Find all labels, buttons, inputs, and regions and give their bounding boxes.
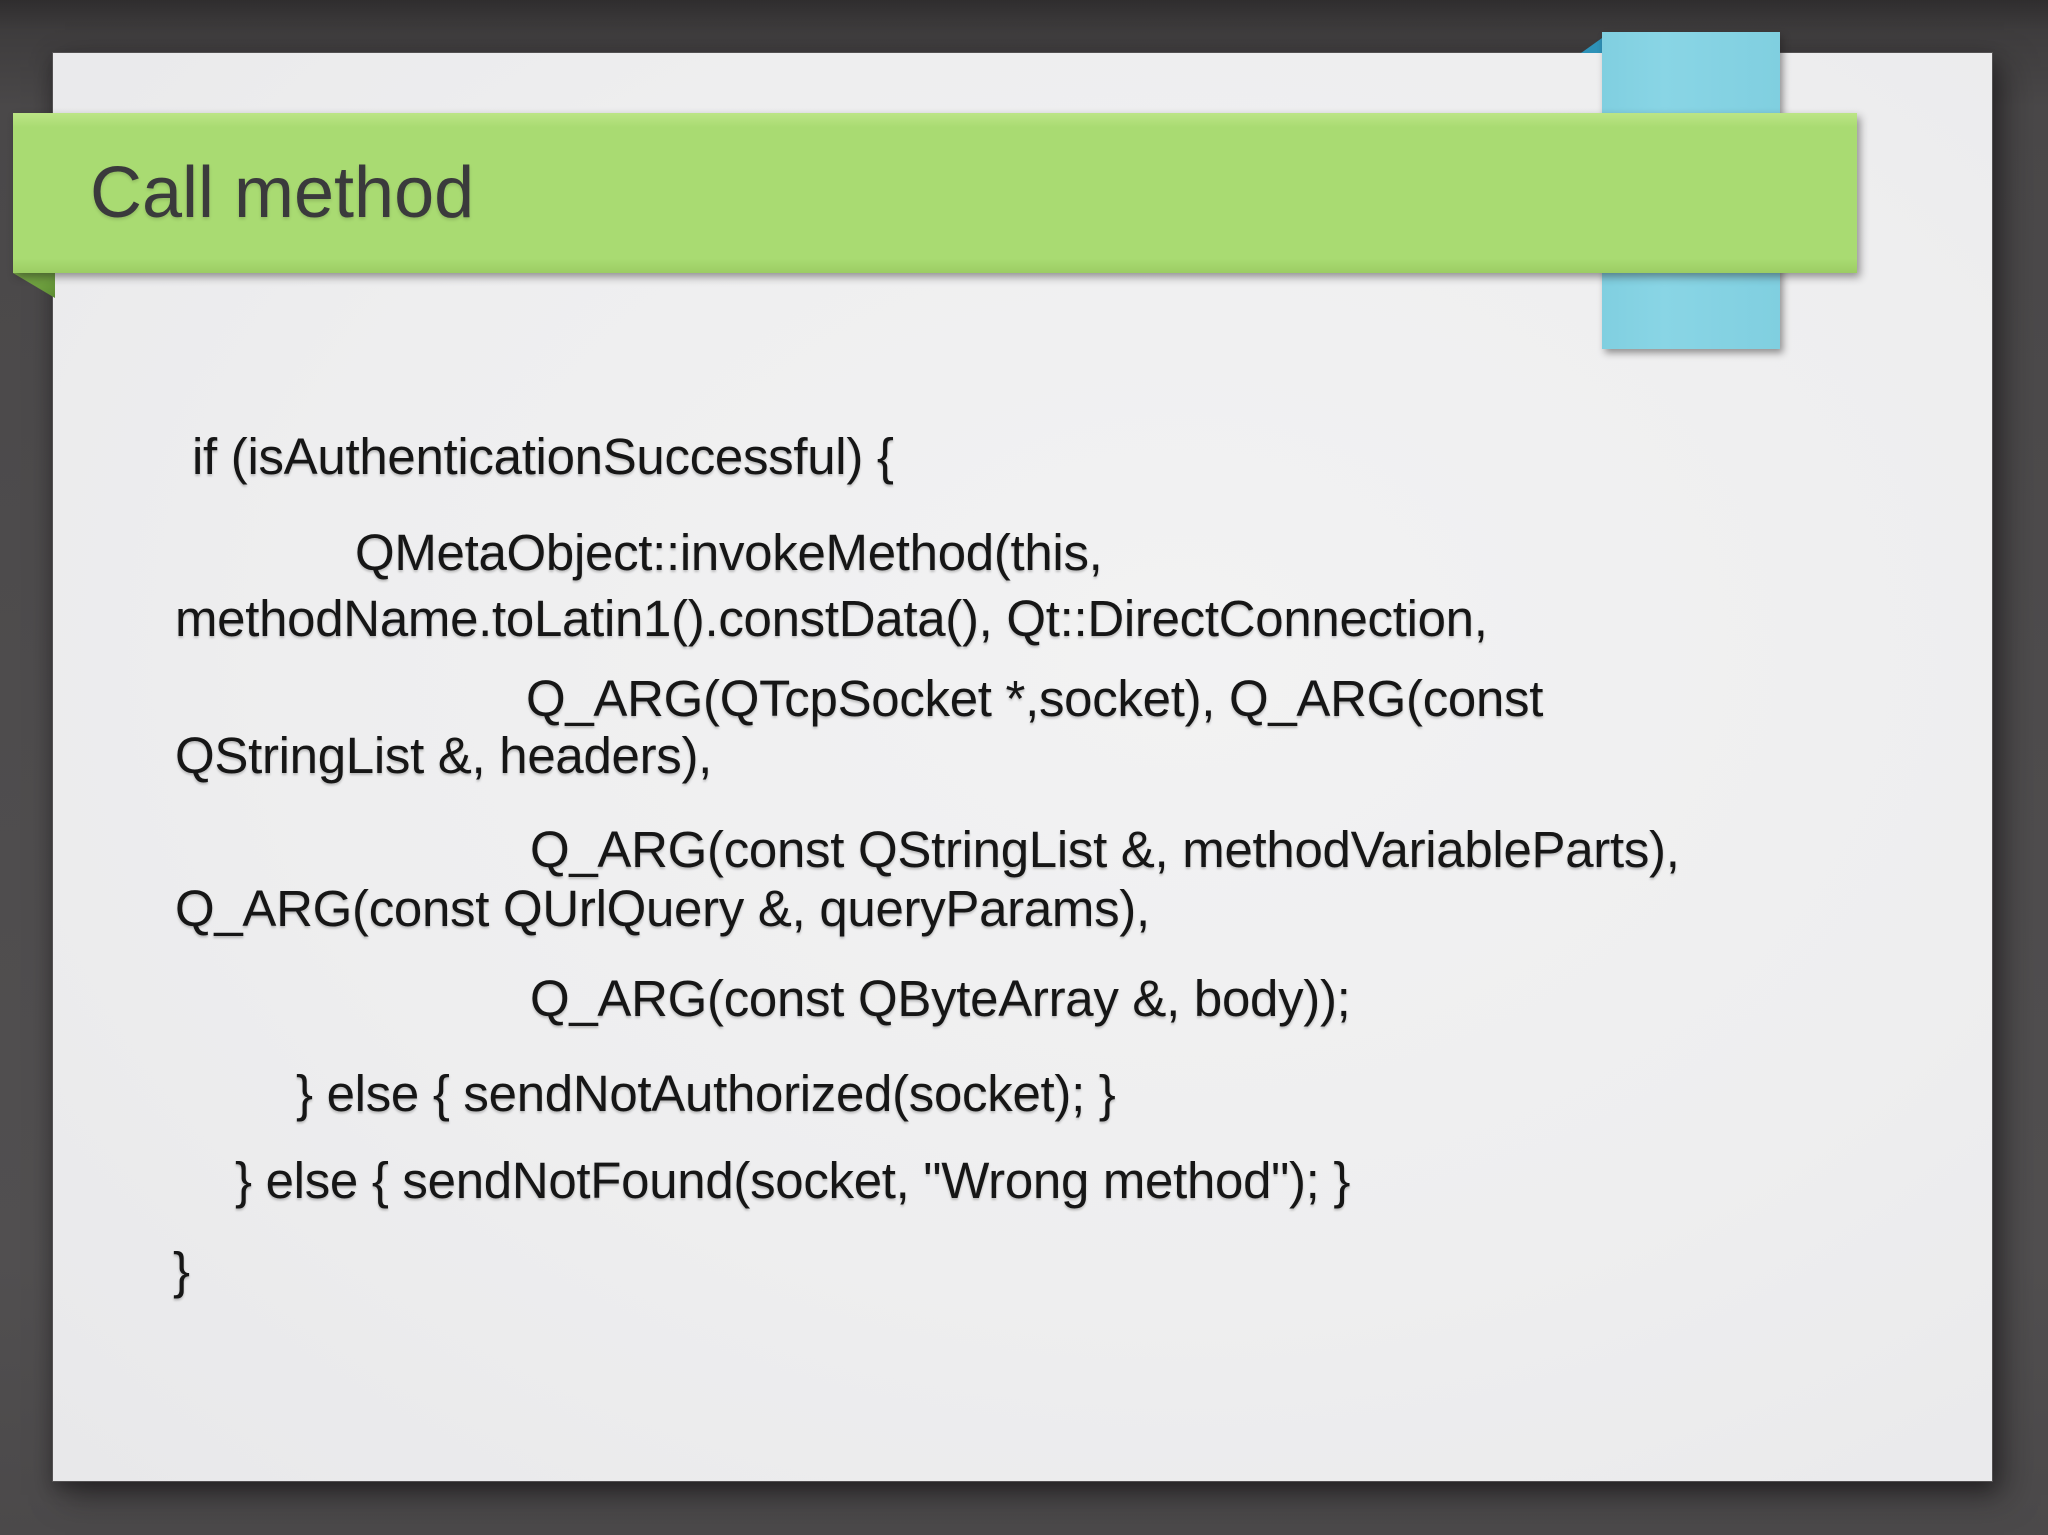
code-line: QMetaObject::invokeMethod(this,: [355, 524, 1103, 581]
slide-title: Call method: [90, 153, 475, 233]
code-line: methodName.toLatin1().constData(), Qt::D…: [175, 590, 1488, 647]
code-line: Q_ARG(const QStringList &, methodVariabl…: [530, 821, 1680, 878]
code-line: Q_ARG(const QUrlQuery &, queryParams),: [175, 880, 1150, 937]
code-line: Q_ARG(QTcpSocket *,socket), Q_ARG(const: [526, 670, 1544, 727]
code-line: QStringList &, headers),: [175, 727, 713, 784]
code-line: Q_ARG(const QByteArray &, body));: [530, 970, 1351, 1027]
code-line: }: [173, 1242, 190, 1299]
code-line: } else { sendNotFound(socket, "Wrong met…: [235, 1152, 1351, 1209]
code-line: } else { sendNotAuthorized(socket); }: [296, 1065, 1116, 1122]
code-line: if (isAuthenticationSuccessful) {: [192, 428, 894, 485]
title-banner: Call method: [13, 113, 1857, 273]
